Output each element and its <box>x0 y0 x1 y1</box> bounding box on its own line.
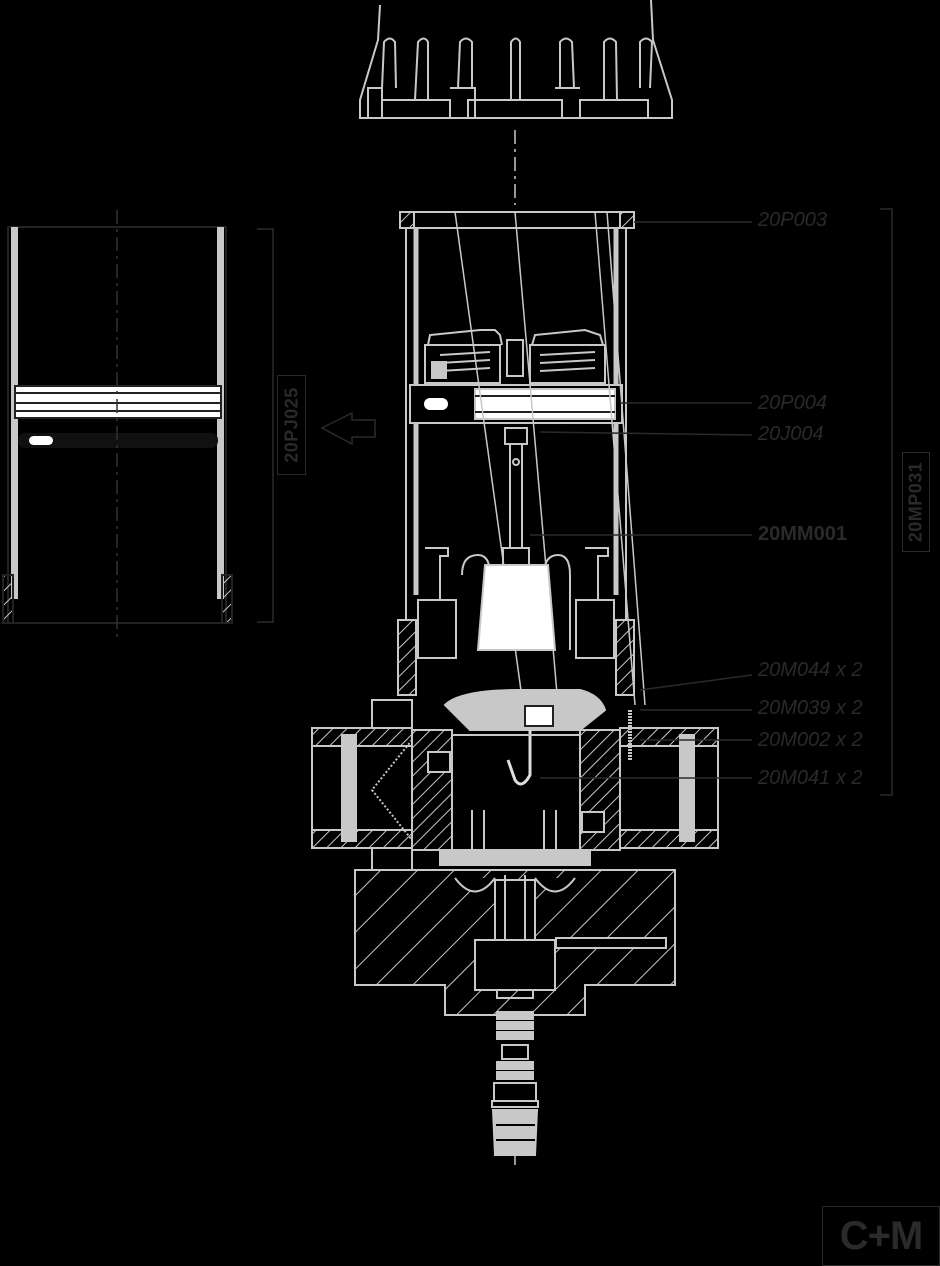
top-cap <box>359 0 673 119</box>
side-cylinder <box>2 210 233 640</box>
lower-block <box>354 869 676 1016</box>
label-20P004: 20P004 <box>758 392 827 414</box>
side-part-label-box: 20PJ025 <box>277 375 306 475</box>
label-20M044: 20M044 x 2 <box>758 659 863 681</box>
valve-body <box>311 699 719 871</box>
label-20M041: 20M041 x 2 <box>758 767 863 789</box>
upper-housing <box>399 211 646 706</box>
mid-section <box>397 547 635 786</box>
stem-assembly <box>491 989 539 1165</box>
label-20M002: 20M002 x 2 <box>758 729 863 751</box>
label-20J004: 20J004 <box>758 423 824 445</box>
assembly-label: 20MP031 <box>905 461 926 543</box>
brand-logo: C+M <box>822 1206 940 1266</box>
label-20MM001: 20MM001 <box>758 523 847 545</box>
assembly-label-box: 20MP031 <box>902 452 930 552</box>
arrow-left-icon <box>320 411 376 446</box>
label-20P003: 20P003 <box>758 209 827 231</box>
label-20M039: 20M039 x 2 <box>758 697 863 719</box>
side-part-label: 20PJ025 <box>281 387 301 463</box>
